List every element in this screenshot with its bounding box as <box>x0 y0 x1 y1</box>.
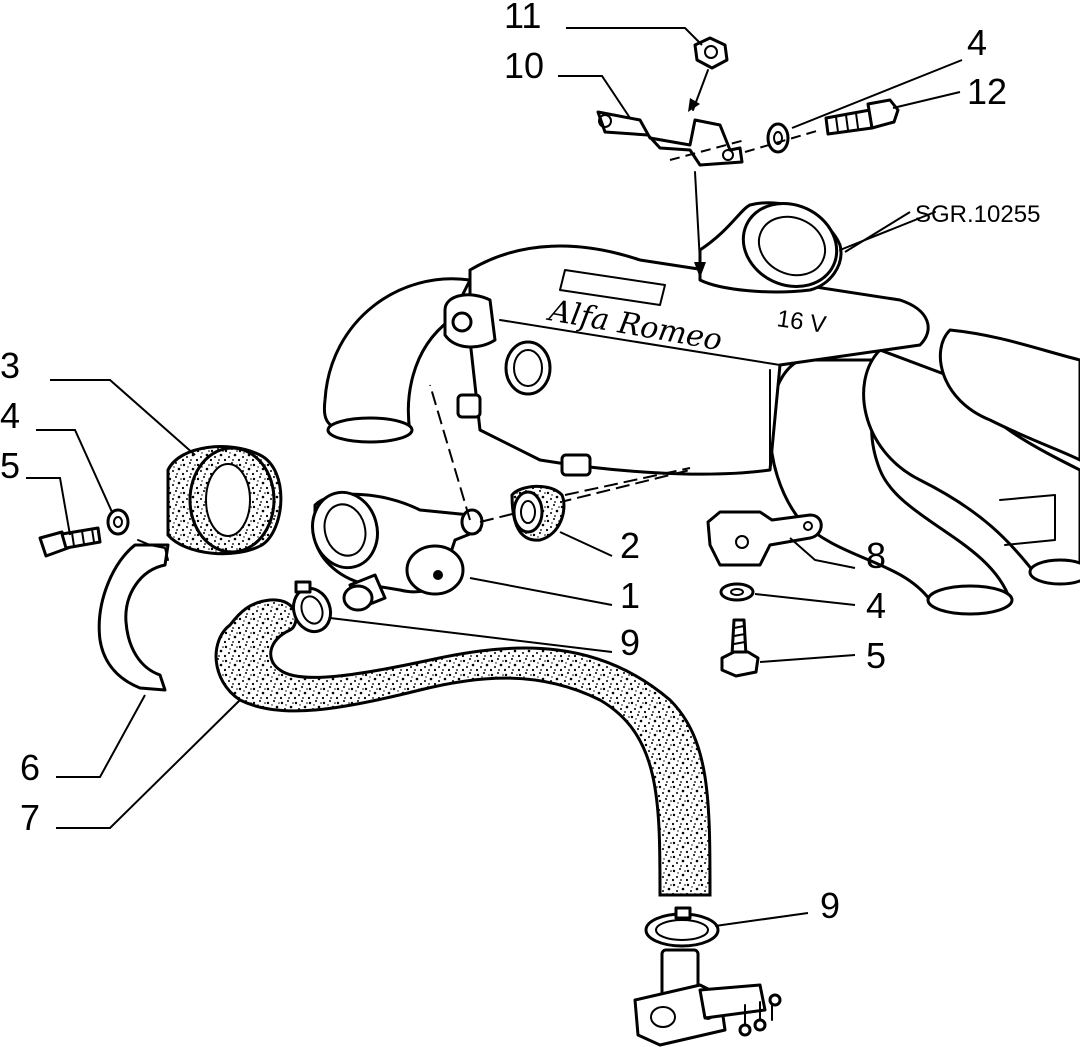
leader-lines <box>26 27 963 927</box>
strap-6 <box>97 539 170 692</box>
callout-9-upper: 9 <box>620 622 640 663</box>
callout-5-left: 5 <box>0 445 20 486</box>
arrow-head-11 <box>688 98 700 112</box>
washer-4-top <box>766 122 790 154</box>
bracket-10 <box>596 110 744 167</box>
assembly-centerline-10 <box>669 139 746 161</box>
callout-3: 3 <box>0 345 20 386</box>
callout-6: 6 <box>20 747 40 788</box>
nut-11 <box>693 36 729 70</box>
callout-9-lower: 9 <box>820 885 840 926</box>
callout-1: 1 <box>620 575 640 616</box>
washer-4-left <box>106 508 130 536</box>
drawing-reference-code: SGR.10255 <box>915 201 1040 228</box>
arrow-head-10 <box>694 262 706 278</box>
callout-7: 7 <box>20 797 40 838</box>
callout-8: 8 <box>866 535 886 576</box>
assembly-centerline-2 <box>564 467 691 496</box>
hose-clamp-9-lower <box>644 906 720 948</box>
hose-fitting <box>633 948 782 1047</box>
assembly-centerline-12 <box>744 129 821 153</box>
intake-manifold <box>322 201 1080 616</box>
valve-body-1 <box>311 490 484 612</box>
bolt-5-right <box>720 618 760 678</box>
callout-4-top: 4 <box>967 22 987 63</box>
assembly-centerline-1 <box>429 384 691 523</box>
bolt-12 <box>824 98 900 136</box>
hose-7 <box>214 598 712 897</box>
bracket-8 <box>706 510 823 567</box>
bolt-5-left <box>38 526 102 558</box>
washer-4-right <box>719 582 755 602</box>
grommet-2 <box>510 484 566 542</box>
assembly-arrow-10 <box>694 171 701 263</box>
callout-2: 2 <box>620 525 640 566</box>
callout-5-right: 5 <box>866 635 886 676</box>
callout-12: 12 <box>967 71 1007 112</box>
callout-4-left: 4 <box>0 395 20 436</box>
callout-10: 10 <box>504 45 544 86</box>
hose-clamp-9-upper <box>291 580 333 634</box>
callout-11: 11 <box>504 0 541 36</box>
grommet-3 <box>166 445 283 556</box>
callout-4-right: 4 <box>866 585 886 626</box>
